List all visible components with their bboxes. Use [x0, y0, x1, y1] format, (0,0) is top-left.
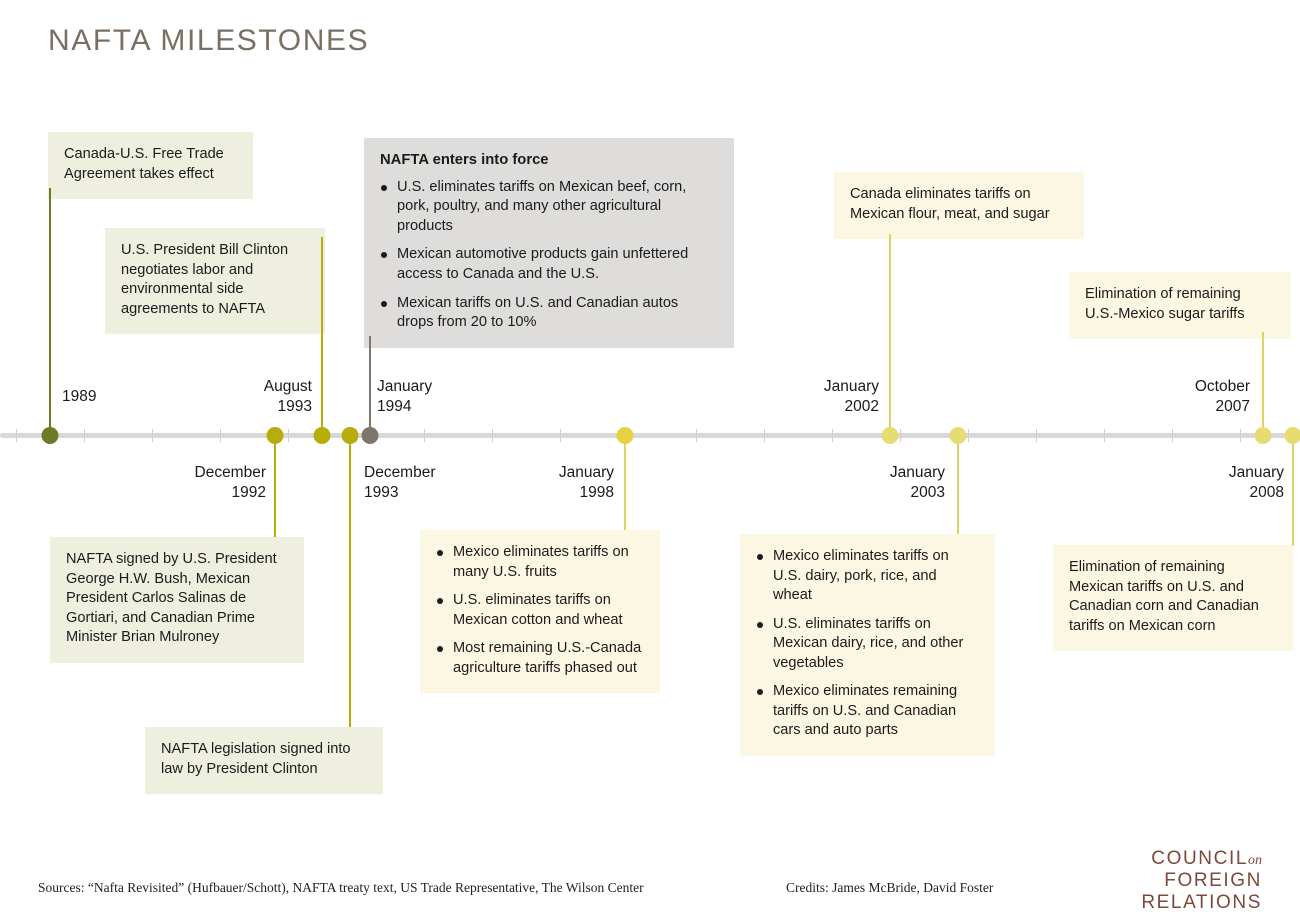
bullet-item: Mexican automotive products gain unfette… — [380, 245, 718, 284]
datelabel-dec-1992: December 1992 — [194, 464, 267, 502]
callout-jan-2003-bullets: Mexico eliminates tariffs on U.S. dairy,… — [756, 547, 979, 741]
callout-dec-1993-text: NAFTA legislation signed into law by Pre… — [161, 741, 351, 777]
datelabel-1989: 1989 — [62, 388, 97, 405]
timeline-dot-jan-2003[interactable] — [949, 427, 967, 444]
axis-tick-4 — [288, 429, 289, 442]
axis-tick-2 — [152, 429, 153, 442]
sources-text: Sources: “Nafta Revisited” (Hufbauer/Sch… — [38, 880, 644, 895]
axis-tick-11 — [764, 429, 765, 442]
datelabel-aug-1993: August 1993 — [263, 378, 312, 416]
stem-oct-2007 — [1262, 332, 1264, 436]
axis-tick-7 — [492, 429, 493, 442]
callout-jan-2008-text: Elimination of remaining Mexican tariffs… — [1069, 559, 1259, 634]
callout-jan-1998-bullets: Mexico eliminates tariffs on many U.S. f… — [436, 543, 644, 678]
bullet-item: U.S. eliminates tariffs on Mexican cotto… — [436, 591, 644, 630]
axis-tick-8 — [560, 429, 561, 442]
callout-jan-1994-header: NAFTA enters into force — [380, 152, 549, 168]
timeline-dot-jan-2002[interactable] — [881, 427, 899, 444]
cfr-logo: COUNCILon FOREIGN RELATIONS — [1141, 848, 1262, 915]
datelabel-jan-2008: January 2008 — [1228, 464, 1284, 502]
timeline-dot-aug-1993[interactable] — [313, 427, 331, 444]
stem-jan-2002 — [889, 234, 891, 436]
callout-jan-2002: Canada eliminates tariffs on Mexican flo… — [834, 172, 1084, 240]
callout-dec-1992: NAFTA signed by U.S. President George H.… — [50, 537, 304, 663]
axis-tick-14 — [968, 429, 969, 442]
datelabel-jan-2002: January 2002 — [823, 378, 879, 416]
callout-jan-1994: NAFTA enters into force U.S. eliminates … — [364, 138, 734, 348]
axis-tick-10 — [696, 429, 697, 442]
cfr-logo-line3: RELATIONS — [1141, 892, 1262, 914]
timeline-dot-dec-1993[interactable] — [341, 427, 359, 444]
bullet-item: Mexico eliminates tariffs on U.S. dairy,… — [756, 547, 979, 606]
timeline-dot-1989[interactable] — [41, 427, 59, 444]
axis-tick-13 — [900, 429, 901, 442]
callout-oct-2007-text: Elimination of remaining U.S.-Mexico sug… — [1085, 286, 1245, 322]
stem-aug-1993 — [321, 237, 323, 436]
stem-jan-2008 — [1292, 436, 1294, 546]
axis-tick-17 — [1172, 429, 1173, 442]
stem-jan-1994 — [369, 336, 371, 436]
timeline-dot-jan-2008[interactable] — [1284, 427, 1300, 444]
callout-1989-text: Canada-U.S. Free Trade Agreement takes e… — [64, 146, 224, 182]
bullet-item: Mexico eliminates remaining tariffs on U… — [756, 682, 979, 741]
credits-text: Credits: James McBride, David Foster — [786, 880, 994, 895]
timeline-dot-oct-2007[interactable] — [1254, 427, 1272, 444]
datelabel-oct-2007: October 2007 — [1194, 378, 1250, 416]
axis-tick-16 — [1104, 429, 1105, 442]
axis-tick-12 — [832, 429, 833, 442]
stem-1989 — [49, 188, 51, 436]
axis-tick-3 — [220, 429, 221, 442]
timeline-dot-jan-1994[interactable] — [361, 427, 379, 444]
callout-jan-1994-bullets: U.S. eliminates tariffs on Mexican beef,… — [380, 178, 718, 333]
callout-jan-2008: Elimination of remaining Mexican tariffs… — [1053, 545, 1293, 652]
datelabel-jan-2003: January 2003 — [889, 464, 945, 502]
timeline-dot-dec-1992[interactable] — [266, 427, 284, 444]
cfr-logo-line1: COUNCILon — [1151, 848, 1262, 869]
callout-jan-2002-text: Canada eliminates tariffs on Mexican flo… — [850, 186, 1050, 222]
timeline-dot-jan-1998[interactable] — [616, 427, 634, 444]
axis-tick-0 — [16, 429, 17, 442]
bullet-item: Most remaining U.S.-Canada agriculture t… — [436, 639, 644, 678]
page-title: NAFTA MILESTONES — [48, 24, 370, 57]
datelabel-dec-1993: December 1993 — [364, 464, 436, 502]
stem-dec-1992 — [274, 436, 276, 539]
axis-tick-6 — [424, 429, 425, 442]
callout-jan-1998: Mexico eliminates tariffs on many U.S. f… — [420, 530, 660, 694]
datelabel-jan-1998: January 1998 — [558, 464, 614, 502]
bullet-item: U.S. eliminates tariffs on Mexican beef,… — [380, 178, 718, 237]
callout-dec-1992-text: NAFTA signed by U.S. President George H.… — [66, 551, 277, 646]
datelabel-jan-1994: January 1994 — [377, 378, 433, 416]
callout-oct-2007: Elimination of remaining U.S.-Mexico sug… — [1069, 272, 1291, 340]
bullet-item: U.S. eliminates tariffs on Mexican dairy… — [756, 615, 979, 674]
axis-tick-18 — [1240, 429, 1241, 442]
callout-dec-1993: NAFTA legislation signed into law by Pre… — [145, 727, 383, 795]
callout-aug-1993: U.S. President Bill Clinton negotiates l… — [105, 228, 325, 335]
axis-tick-1 — [84, 429, 85, 442]
cfr-logo-line2: FOREIGN — [1164, 870, 1262, 892]
timeline-axis — [0, 433, 1300, 438]
callout-jan-2003: Mexico eliminates tariffs on U.S. dairy,… — [740, 534, 995, 756]
bullet-item: Mexico eliminates tariffs on many U.S. f… — [436, 543, 644, 582]
axis-tick-15 — [1036, 429, 1037, 442]
stem-dec-1993 — [349, 436, 351, 728]
callout-1989: Canada-U.S. Free Trade Agreement takes e… — [48, 132, 253, 200]
stem-jan-1998 — [624, 436, 626, 532]
bullet-item: Mexican tariffs on U.S. and Canadian aut… — [380, 294, 718, 333]
callout-aug-1993-text: U.S. President Bill Clinton negotiates l… — [121, 242, 289, 317]
stem-jan-2003 — [957, 436, 959, 536]
